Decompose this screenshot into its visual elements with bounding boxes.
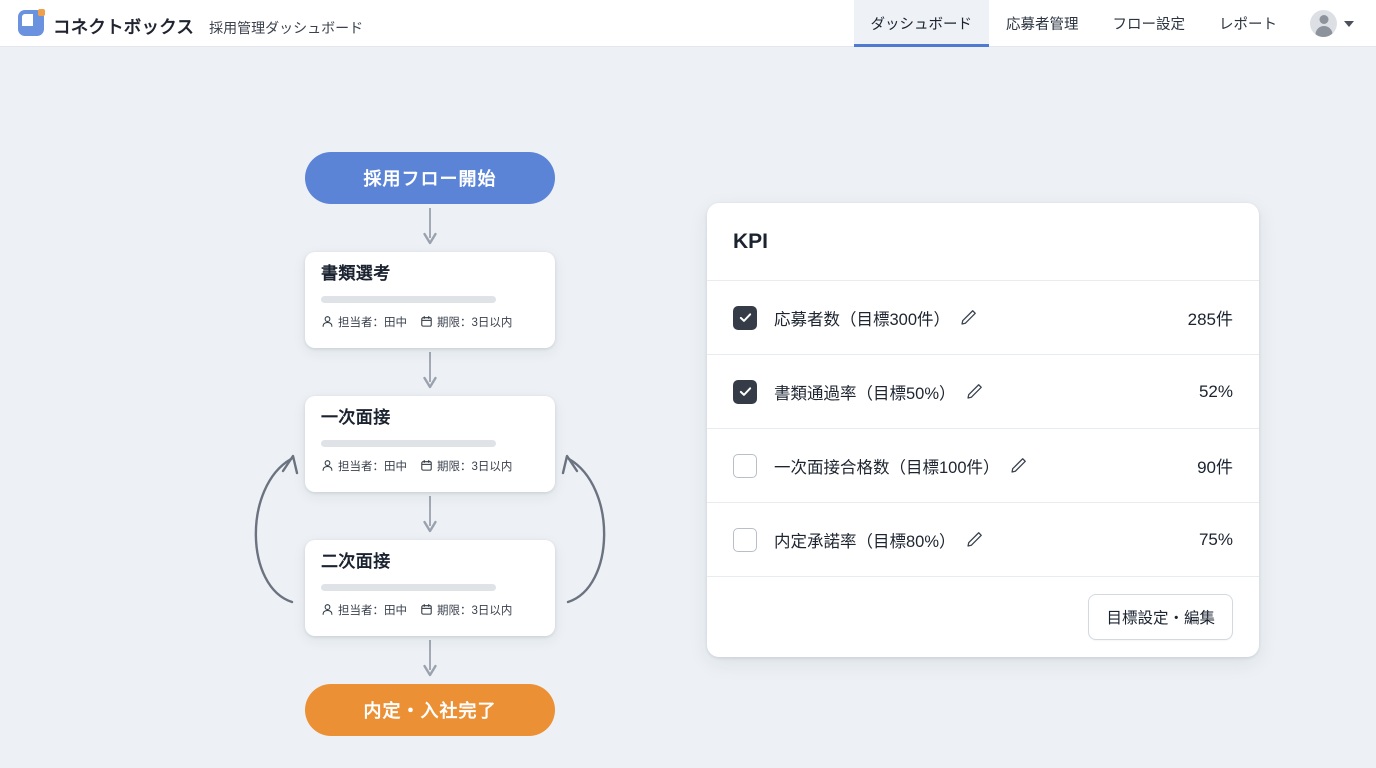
tab-reports[interactable]: レポート — [1219, 17, 1277, 33]
flow-step-meta: 担当者：田中 期限：3日以内 — [321, 314, 539, 330]
check-icon — [739, 387, 751, 396]
flow-start-node[interactable]: 採用フロー開始 — [305, 152, 555, 204]
assignee-text: 担当者：田中 — [338, 316, 407, 329]
loop-arrowhead-right — [561, 454, 579, 475]
loop-arc-right — [566, 457, 606, 604]
tab-flow-settings[interactable]: フロー設定 — [1112, 17, 1186, 33]
page-title: 採用管理ダッシュボード — [209, 19, 364, 36]
calendar-icon — [421, 604, 432, 615]
edit-pencil-icon[interactable] — [965, 530, 984, 549]
kpi-checkbox[interactable] — [733, 453, 757, 478]
main-nav: ダッシュボード 応募者管理 フロー設定 レポート — [853, 0, 1361, 47]
edit-pencil-icon[interactable] — [959, 308, 978, 327]
goal-settings-edit-button[interactable]: 目標設定・編集 — [1088, 594, 1233, 640]
flow-step-progress-placeholder — [321, 583, 496, 591]
kpi-row: 内定承諾率（目標80%） 75% — [707, 503, 1259, 577]
flow-step-card[interactable]: 書類選考 担当者：田中 期限：3日 — [305, 252, 555, 348]
due-meta: 期限：3日以内 — [420, 314, 512, 330]
top-bar: コネクトボックス 採用管理ダッシュボード ダッシュボード 応募者管理 フロー設定… — [0, 0, 1376, 47]
kpi-panel-footer: 目標設定・編集 — [707, 577, 1259, 657]
assignee-text: 担当者：田中 — [338, 460, 407, 473]
brand-name: コネクトボックス — [53, 16, 195, 37]
chevron-down-icon — [1344, 20, 1354, 27]
loop-arc-left — [254, 457, 294, 604]
flow-step-progress-placeholder — [321, 439, 496, 447]
flow-step-progress-placeholder — [321, 295, 496, 303]
due-text: 期限：3日以内 — [437, 316, 513, 329]
due-text: 期限：3日以内 — [437, 604, 513, 617]
flow-arrow-down-icon — [305, 492, 555, 540]
tab-applicants[interactable]: 応募者管理 — [1006, 17, 1079, 33]
kpi-row: 書類通過率（目標50%） 52% — [707, 355, 1259, 429]
assignee-text: 担当者：田中 — [338, 604, 407, 617]
app-logo-icon — [18, 9, 45, 36]
kpi-label: 書類通過率（目標50%） — [774, 384, 956, 403]
flow-step-card[interactable]: 一次面接 担当者：田中 期限：3日 — [305, 396, 555, 492]
check-icon — [739, 313, 751, 322]
flow-step-meta: 担当者：田中 期限：3日以内 — [321, 458, 539, 474]
account-menu[interactable] — [1294, 0, 1360, 47]
calendar-icon — [421, 460, 432, 471]
due-meta: 期限：3日以内 — [420, 602, 512, 618]
dashboard-canvas: 採用フロー開始 書類選考 担当者：田中 — [0, 47, 1376, 768]
kpi-panel: KPI 応募者数（目標300件） 285件 書類通過率（目標50%） — [707, 203, 1259, 657]
kpi-row: 応募者数（目標300件） 285件 — [707, 281, 1259, 355]
assignee-meta: 担当者：田中 — [321, 458, 407, 474]
kpi-label: 応募者数（目標300件） — [774, 310, 951, 329]
kpi-panel-title: KPI — [707, 203, 1259, 281]
flow-arrow-down-icon — [305, 204, 555, 252]
kpi-value: 285件 — [1187, 310, 1233, 329]
person-icon — [322, 604, 333, 616]
flow-step-title: 二次面接 — [321, 552, 391, 571]
kpi-value: 90件 — [1197, 458, 1233, 477]
kpi-row: 一次面接合格数（目標100件） 90件 — [707, 429, 1259, 503]
kpi-label: 一次面接合格数（目標100件） — [774, 458, 1000, 477]
person-icon — [322, 460, 333, 472]
tab-dashboard[interactable]: ダッシュボード — [853, 0, 989, 47]
flow-step-meta: 担当者：田中 期限：3日以内 — [321, 602, 539, 618]
kpi-checkbox[interactable] — [733, 305, 757, 330]
due-meta: 期限：3日以内 — [420, 458, 512, 474]
loop-arrowhead-left — [281, 454, 299, 475]
flow-step-title: 書類選考 — [321, 264, 391, 283]
assignee-meta: 担当者：田中 — [321, 314, 407, 330]
flow-step-card[interactable]: 二次面接 担当者：田中 期限：3日 — [305, 540, 555, 636]
assignee-meta: 担当者：田中 — [321, 602, 407, 618]
calendar-icon — [421, 316, 432, 327]
brand: コネクトボックス 採用管理ダッシュボード — [18, 9, 364, 37]
flow-arrow-down-icon — [305, 636, 555, 684]
kpi-checkbox[interactable] — [733, 527, 757, 552]
flow-step-title: 一次面接 — [321, 408, 391, 427]
kpi-checkbox[interactable] — [733, 379, 757, 404]
kpi-value: 52% — [1198, 381, 1233, 401]
flow-end-node[interactable]: 内定・入社完了 — [305, 684, 555, 736]
edit-pencil-icon[interactable] — [1009, 456, 1028, 475]
edit-pencil-icon[interactable] — [965, 382, 984, 401]
due-text: 期限：3日以内 — [437, 460, 513, 473]
kpi-value: 75% — [1198, 529, 1233, 549]
recruitment-flow: 採用フロー開始 書類選考 担当者：田中 — [305, 152, 555, 736]
person-icon — [322, 316, 333, 328]
avatar — [1310, 10, 1337, 37]
kpi-label: 内定承諾率（目標80%） — [774, 532, 956, 551]
flow-arrow-down-icon — [305, 348, 555, 396]
